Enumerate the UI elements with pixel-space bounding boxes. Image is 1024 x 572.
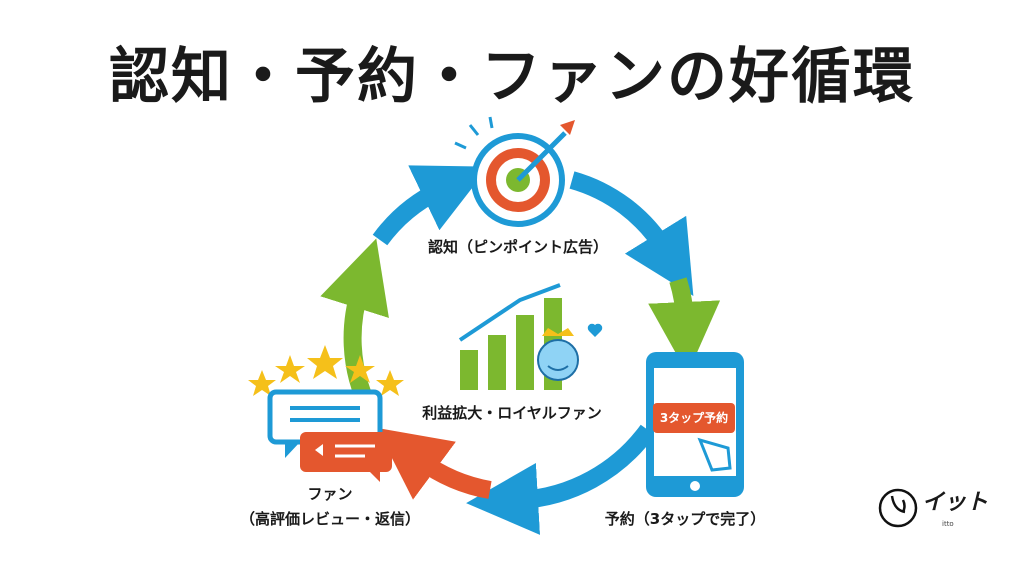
page-title: 認知・予約・ファンの好循環 [109,42,915,112]
arrow-awareness-to-booking [569,171,694,296]
tap-hand-icon [697,437,732,472]
target-icon [454,116,575,227]
review-stars-icon [248,345,404,396]
three-tap-booking-button: 3タップ予約 [653,403,735,433]
arrow-green-left [320,238,389,404]
brand-logo-sub: itto [942,520,954,528]
fan-label: ファン [307,485,353,503]
arrow-booking-to-fan [466,424,656,535]
logo-mark-icon [878,488,918,528]
smiling-face-crown-icon [537,323,603,381]
booking-label: 予約（3タップで完了） [604,510,766,528]
awareness-label: 認知（ピンポイント広告） [427,238,608,256]
arrow-green-right [648,277,721,374]
center-label: 利益拡大・ロイヤルファン [422,404,602,422]
arrow-fan-to-awareness [372,165,489,246]
reply-bubble-icon [300,432,392,482]
arrow-red-bottom [376,427,492,500]
fan-sublabel: （高評価レビュー・返信） [239,510,420,528]
brand-logo-text: イット [922,490,989,515]
